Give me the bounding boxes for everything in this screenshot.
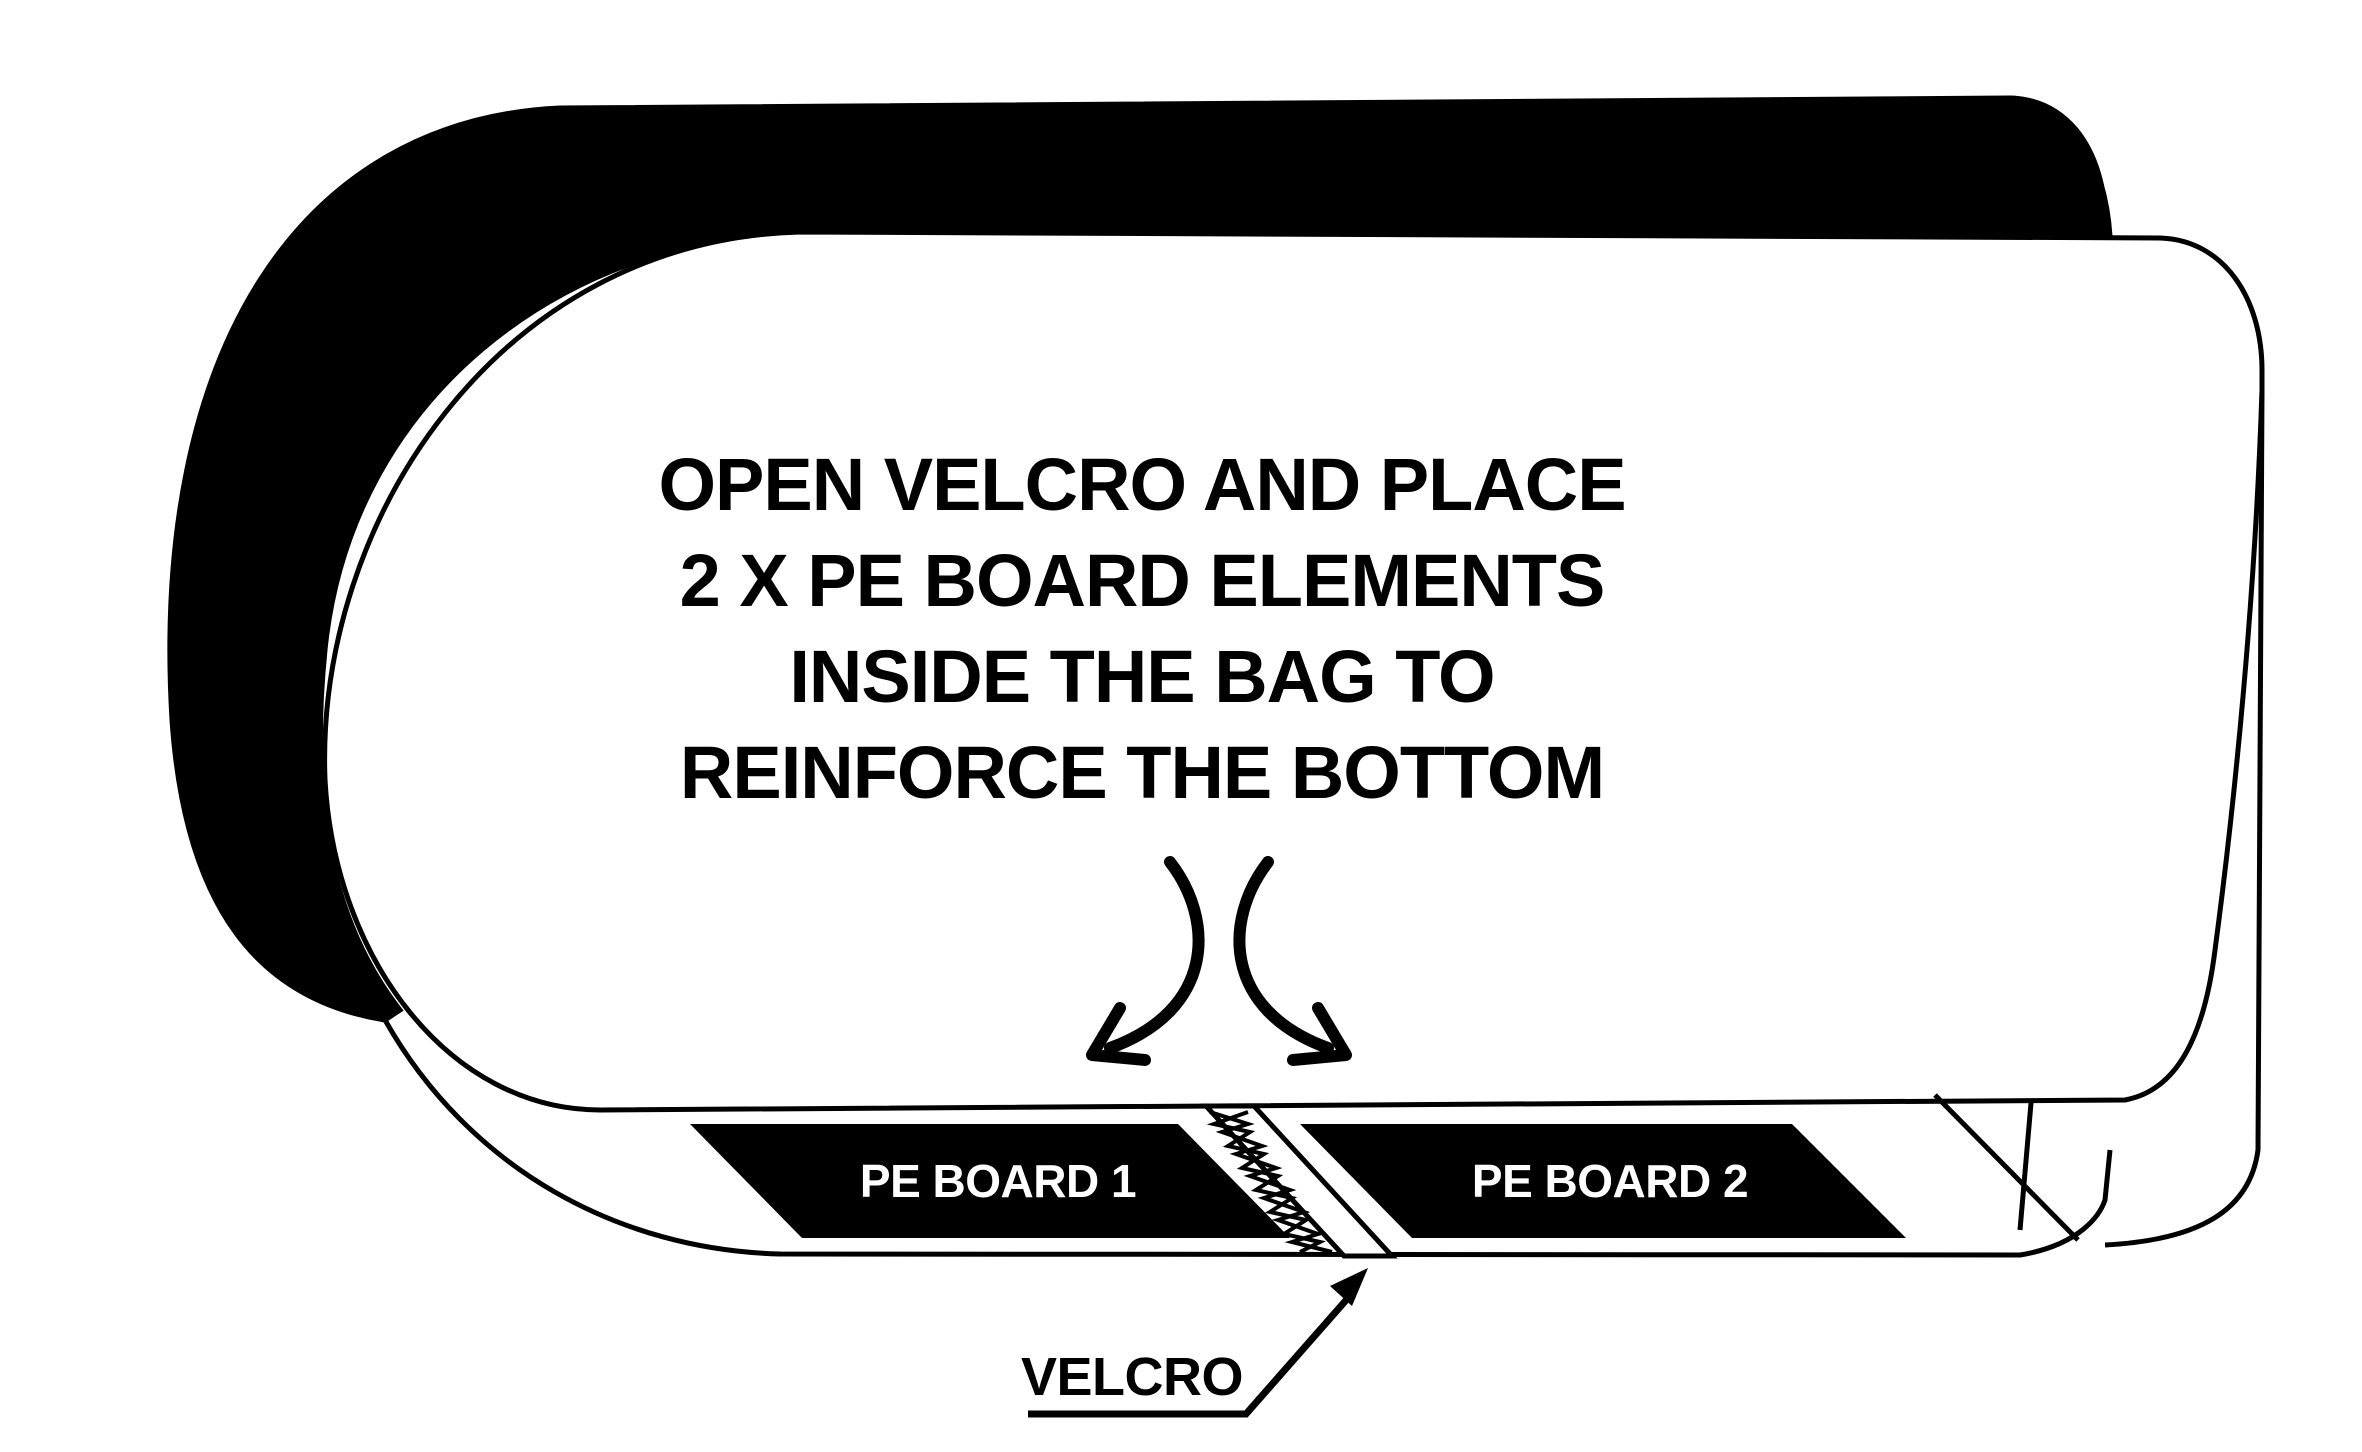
- instruction-line-3: INSIDE THE BAG TO: [789, 635, 1494, 718]
- right-arrow-head: [1287, 1002, 1352, 1066]
- pe-board-1-label: PE BOARD 1: [860, 1155, 1136, 1207]
- instruction-line-2: 2 X PE BOARD ELEMENTS: [680, 539, 1605, 622]
- instruction-line-1: OPEN VELCRO AND PLACE: [658, 443, 1625, 526]
- bag-back-outline: [2009, 95, 2109, 1231]
- velcro-label: VELCRO: [1021, 1347, 1243, 1407]
- left-curved-arrow: [1104, 856, 1205, 1054]
- bag-base-outline: [382, 1018, 2113, 1258]
- velcro-strip: [1200, 1103, 1398, 1259]
- left-arrow-head: [1086, 1002, 1151, 1066]
- pe-board-2: [1300, 1124, 1906, 1238]
- right-curved-arrow: [1233, 856, 1334, 1054]
- pe-board-2-label: PE BOARD 2: [1472, 1155, 1748, 1207]
- bag-right-edge: [2104, 389, 2265, 1248]
- velcro-pointer-line: [1028, 1287, 1358, 1418]
- velcro-pointer-arrowhead: [1330, 1268, 1368, 1306]
- instruction-line-4: REINFORCE THE BOTTOM: [680, 731, 1604, 814]
- pe-board-1: [690, 1124, 1290, 1238]
- bag-side-edge: [1933, 1093, 2080, 1242]
